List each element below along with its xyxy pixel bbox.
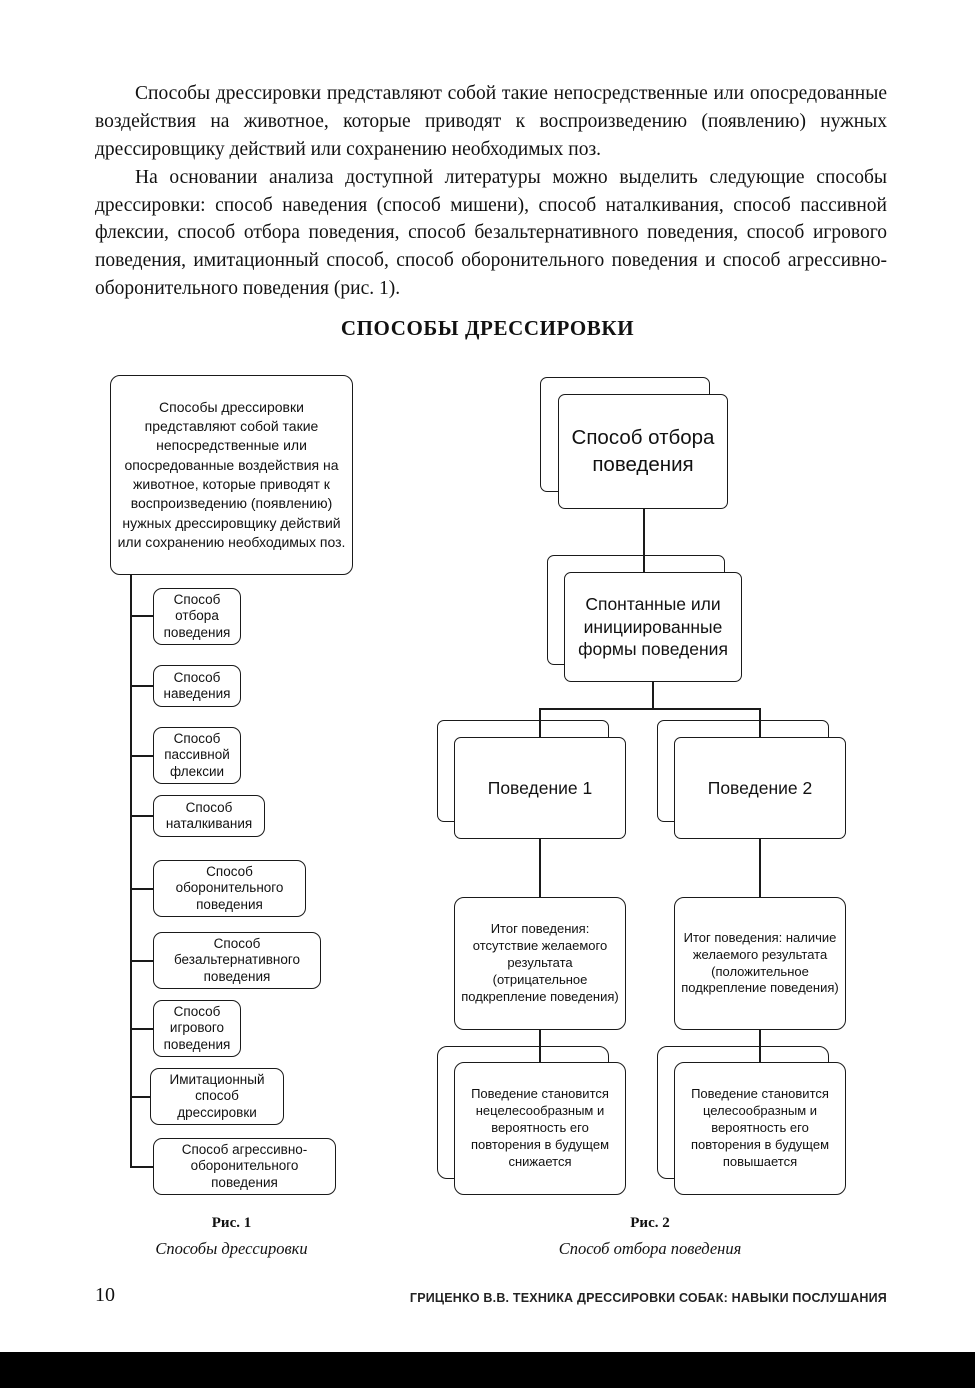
fig2-caption-title: Способ отбора поведения [558, 1239, 742, 1258]
paragraph-1: Способы дрессировки представляют собой т… [95, 83, 887, 160]
fig2-behavior1-box: Поведение 1 [454, 737, 626, 839]
fig1-method-box: Способ оборонительного поведения [153, 860, 306, 917]
fig1-caption-label: Рис. 1 [211, 1215, 252, 1231]
fig2-result1-box: Поведение становится нецелесообразным и … [454, 1062, 626, 1195]
connector-line [130, 815, 154, 817]
connector-line [130, 685, 154, 687]
connector-line [130, 755, 154, 757]
fig2-outcome1-box: Итог поведения: отсутствие желаемого рез… [454, 897, 626, 1030]
connector-line [539, 1030, 541, 1063]
fig1-root-box: Способы дрессировки представляют собой т… [110, 375, 353, 575]
fig1-method-box: Способ игрового поведения [153, 1000, 241, 1057]
fig1-caption: Рис. 1 Способы дрессировки [110, 1215, 353, 1259]
fig1-method-box: Способ наведения [153, 665, 241, 707]
connector-line [759, 708, 761, 738]
connector-line [130, 615, 154, 617]
fig2-root-box: Способ отбора поведения [558, 394, 728, 509]
intro-text: Способы дрессировки представляют собой т… [95, 80, 887, 303]
bottom-bar [0, 1352, 975, 1388]
connector-line [130, 1166, 154, 1168]
connector-line [539, 708, 541, 738]
fig1-caption-title: Способы дрессировки [155, 1239, 308, 1258]
fig2-outcome2-box: Итог поведения: наличие желаемого резуль… [674, 897, 846, 1030]
connector-line [539, 839, 541, 897]
connector-line [130, 888, 154, 890]
connector-line [130, 575, 132, 1167]
section-heading: СПОСОБЫ ДРЕССИРОВКИ [340, 316, 635, 340]
paragraph-2: На основании анализа доступной литератур… [95, 166, 887, 300]
connector-line [130, 1028, 154, 1030]
footer-book-title: ГРИЦЕНКО В.В. ТЕХНИКА ДРЕССИРОВКИ СОБАК:… [409, 1291, 887, 1305]
fig1-method-box: Способ наталкивания [153, 795, 265, 837]
fig1-method-box: Способ пассивной флексии [153, 727, 241, 784]
fig2-result2-box: Поведение становится целесообразным и ве… [674, 1062, 846, 1195]
connector-line [759, 1030, 761, 1063]
fig2-caption: Рис. 2 Способ отбора поведения [455, 1215, 845, 1259]
fig2-behavior2-box: Поведение 2 [674, 737, 846, 839]
fig1-method-box: Способ безальтернативного поведения [153, 932, 321, 989]
connector-line [539, 708, 761, 710]
fig1-method-box: Способ отбора поведения [153, 588, 241, 645]
connector-line [130, 960, 154, 962]
fig2-forms-box: Спонтанные или инициированные формы пове… [564, 572, 742, 682]
page-number: 10 [95, 1284, 115, 1306]
fig2-caption-label: Рис. 2 [630, 1215, 670, 1231]
fig1-method-box: Способ агрессивно-оборонительного поведе… [153, 1138, 336, 1195]
fig1-method-box: Имитационный способ дрессировки [150, 1068, 284, 1125]
connector-line [759, 839, 761, 897]
connector-line [652, 682, 654, 709]
connector-line [643, 509, 645, 572]
connector-line [130, 1096, 154, 1098]
